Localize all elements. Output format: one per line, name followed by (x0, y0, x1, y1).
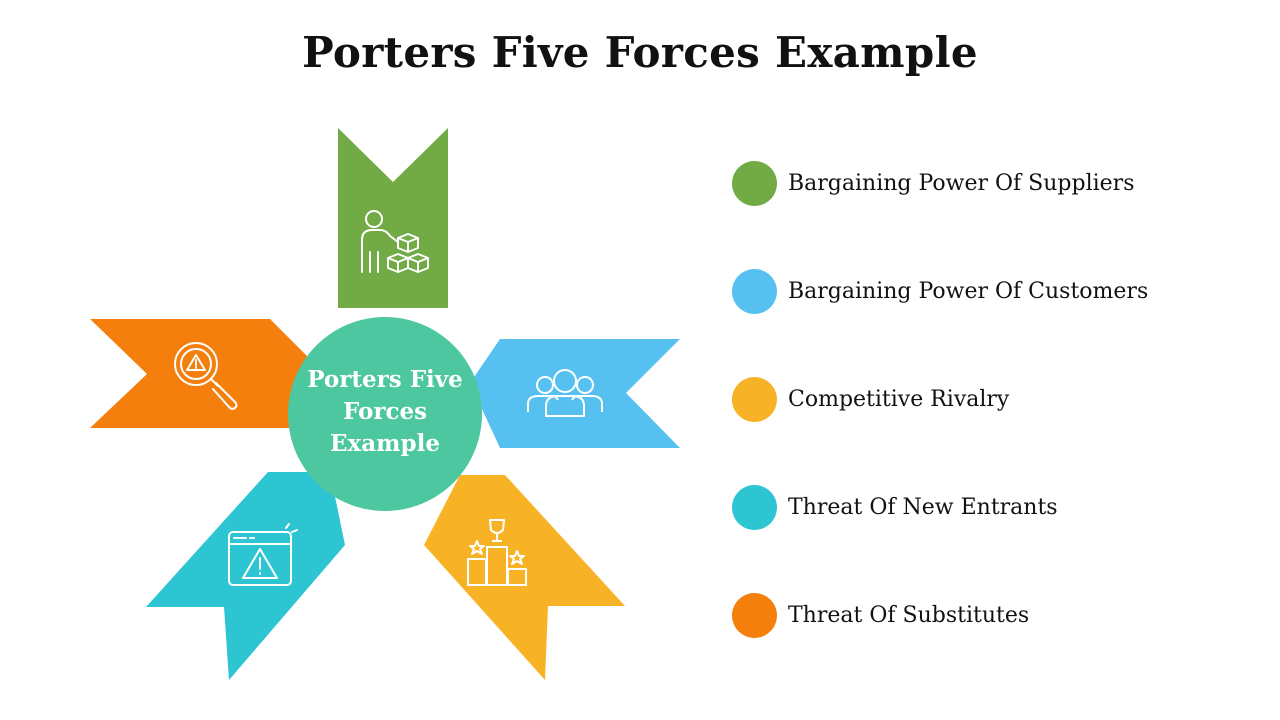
customers-group-icon (527, 369, 603, 417)
legend-dot-substitutes (732, 592, 777, 638)
legend-dot-rivalry (732, 376, 777, 422)
arrow-bargaining-power-of-suppliers (338, 128, 448, 308)
supplier-boxes-icon (361, 210, 429, 273)
arrow-threat-of-new-entrants (146, 472, 345, 680)
arrow-competitive-rivalry (424, 475, 625, 680)
magnifier-warning-icon (174, 342, 238, 410)
center-label-line-1: Porters Five (307, 366, 463, 393)
arrow-bargaining-power-of-customers (470, 339, 680, 448)
center-label: Porters Five Forces Example (290, 364, 480, 460)
browser-warning-icon (228, 523, 298, 586)
legend-dot-suppliers (732, 160, 777, 206)
legend: Bargaining Power Of Suppliers Bargaining… (732, 160, 1148, 700)
legend-item-rivalry: Competitive Rivalry (732, 376, 1148, 422)
center-label-line-3: Example (330, 430, 440, 457)
legend-label: Competitive Rivalry (788, 386, 1010, 412)
legend-dot-new-entrants (732, 484, 777, 530)
legend-label: Threat Of Substitutes (788, 602, 1030, 628)
center-label-line-2: Forces (342, 398, 428, 425)
legend-item-new-entrants: Threat Of New Entrants (732, 484, 1148, 530)
legend-label: Bargaining Power Of Suppliers (788, 170, 1135, 196)
legend-item-suppliers: Bargaining Power Of Suppliers (732, 160, 1148, 206)
legend-label: Threat Of New Entrants (788, 494, 1058, 520)
podium-trophy-icon (467, 519, 527, 586)
center-circle (288, 317, 482, 511)
legend-item-substitutes: Threat Of Substitutes (732, 592, 1148, 638)
arrow-threat-of-substitutes (90, 319, 308, 428)
legend-dot-customers (732, 268, 777, 314)
legend-label: Bargaining Power Of Customers (788, 278, 1149, 304)
legend-item-customers: Bargaining Power Of Customers (732, 268, 1148, 314)
page-title: Porters Five Forces Example (302, 28, 978, 77)
